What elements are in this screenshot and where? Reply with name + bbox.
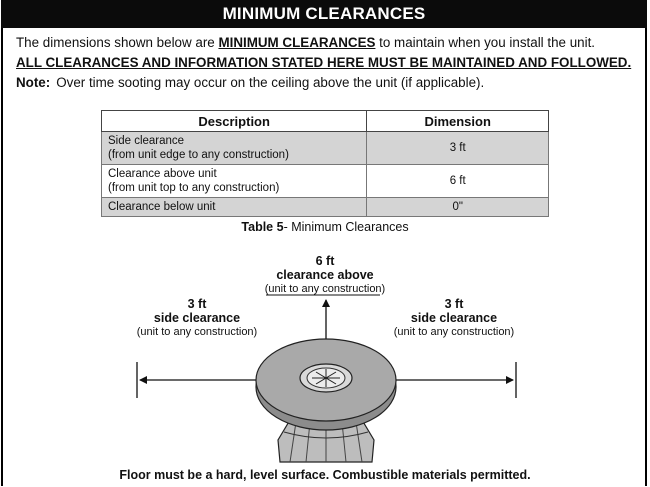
warning-line: ALL CLEARANCES AND INFORMATION STATED HE…	[16, 55, 632, 70]
burner-spokes	[312, 369, 340, 387]
row-dimension: 3 ft	[366, 131, 549, 165]
right-sub: (unit to any construction)	[393, 326, 515, 338]
left-title: side clearance	[153, 311, 241, 325]
table-caption: Table 5- Minimum Clearances	[0, 220, 650, 234]
left-value: 3 ft	[187, 297, 207, 311]
caption-text: - Minimum Clearances	[283, 220, 409, 234]
note-text: Over time sooting may occur on the ceili…	[56, 75, 485, 90]
above-clearance-label: 6 ft clearance above (unit to any constr…	[250, 254, 400, 296]
floor-note: Floor must be a hard, level surface. Com…	[119, 468, 531, 482]
intro-line: The dimensions shown below are MINIMUM C…	[16, 35, 595, 50]
row-desc-line1: Clearance above unit	[108, 168, 217, 180]
table-row: Clearance above unit (from unit top to an…	[100, 164, 549, 198]
intro-after: to maintain when you install the unit.	[375, 35, 596, 50]
left-sub: (unit to any construction)	[136, 326, 258, 338]
intro-before: The dimensions shown below are	[16, 35, 219, 50]
right-title: side clearance	[410, 311, 498, 325]
header-description: Description	[100, 110, 368, 132]
caption-number: Table 5	[241, 220, 284, 234]
header-dimension: Dimension	[366, 110, 549, 132]
above-value: 6 ft	[315, 254, 335, 268]
above-sub: (unit to any construction)	[264, 283, 386, 295]
row-description: Clearance above unit (from unit top to an…	[100, 164, 368, 198]
row-description: Clearance below unit	[100, 197, 368, 217]
right-clearance-label: 3 ft side clearance (unit to any constru…	[379, 297, 529, 339]
row-desc-line1: Side clearance	[108, 135, 185, 147]
table-row: Side clearance (from unit edge to any con…	[100, 131, 549, 165]
above-title: clearance above	[276, 268, 374, 282]
row-desc-line2: (from unit top to any construction)	[108, 182, 280, 194]
row-description: Side clearance (from unit edge to any con…	[100, 131, 368, 165]
clearance-table: Description Dimension Side clearance (fro…	[100, 110, 549, 217]
note-line: Note: Over time sooting may occur on the …	[16, 75, 484, 90]
left-clearance-label: 3 ft side clearance (unit to any constru…	[122, 297, 272, 339]
row-desc-line2: (from unit edge to any construction)	[108, 149, 289, 161]
table-row: Clearance below unit 0"	[100, 197, 549, 217]
intro-emphasis: MINIMUM CLEARANCES	[218, 35, 376, 50]
right-value: 3 ft	[444, 297, 464, 311]
note-label: Note:	[16, 75, 51, 90]
row-dimension: 0"	[366, 197, 549, 217]
section-title: MINIMUM CLEARANCES	[1, 0, 647, 28]
table-header-row: Description Dimension	[100, 110, 549, 132]
